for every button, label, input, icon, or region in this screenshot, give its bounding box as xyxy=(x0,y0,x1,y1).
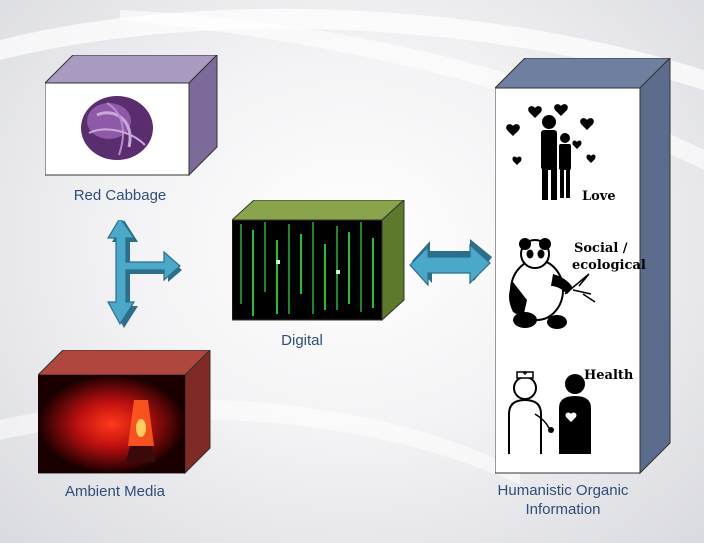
three-way-arrow-icon xyxy=(106,220,182,328)
panda-icon xyxy=(509,238,596,329)
love-label: Love xyxy=(582,189,616,204)
humanistic-label-line1: Humanistic Organic xyxy=(497,482,629,499)
red-cabbage-label: Red Cabbage xyxy=(73,187,167,204)
digital-box xyxy=(232,200,405,322)
lava-lamp-image xyxy=(126,400,156,462)
digital-label: Digital xyxy=(281,332,323,349)
social-label-line1: Social / xyxy=(574,241,628,256)
ambient-media-box xyxy=(38,350,211,475)
red-cabbage-box xyxy=(45,55,218,177)
humanistic-label-line2: Information xyxy=(525,501,601,518)
cabbage-image xyxy=(81,96,153,160)
ambient-media-label: Ambient Media xyxy=(64,483,166,500)
matrix-code-image xyxy=(240,222,374,316)
double-arrow-icon xyxy=(409,239,492,287)
social-label-line2: ecological xyxy=(572,258,646,273)
doctor-patient-icon xyxy=(508,371,591,454)
health-label: Health xyxy=(584,368,634,383)
humanistic-info-box xyxy=(495,58,671,475)
family-hearts-icon xyxy=(506,104,596,200)
